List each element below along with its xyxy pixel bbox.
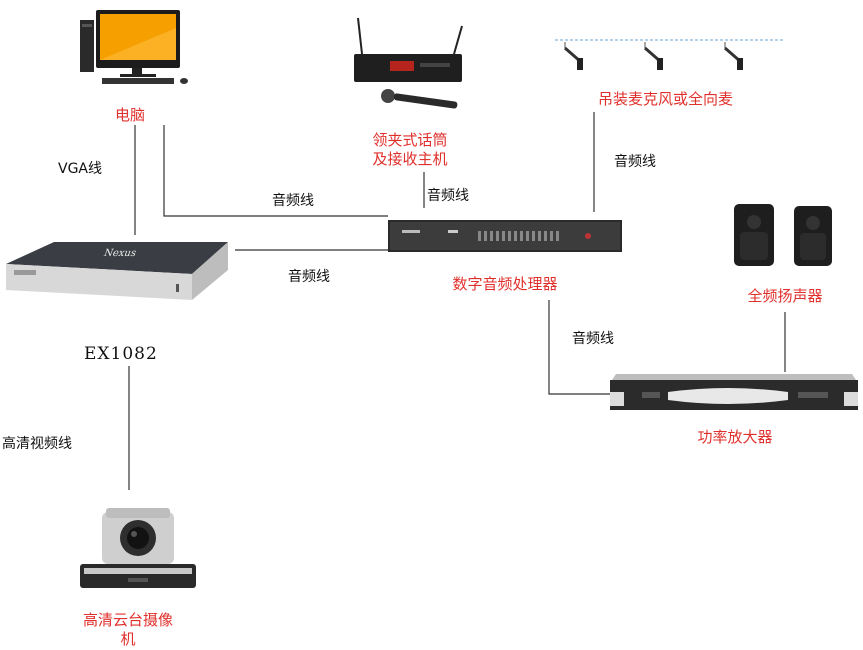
amp-audio-cable-line xyxy=(548,300,612,395)
ceiling-mic-icons xyxy=(564,42,743,70)
ptz-camera-icon xyxy=(80,508,196,588)
codec-audio-cable-label: 音频线 xyxy=(288,269,330,285)
computer-icon xyxy=(80,10,188,84)
codec-brand-logo: Nexus xyxy=(101,248,138,259)
mic-audio-cable-label: 音频线 xyxy=(427,188,469,204)
ceiling-mic-label: 吊装麦克风或全向麦 xyxy=(598,90,734,108)
pc-audio-cable-line xyxy=(163,125,388,217)
amplifier-rack-icon xyxy=(610,374,858,410)
camera-label-1: 高清云台摄像 xyxy=(82,611,173,629)
hd-video-cable-label: 高清视频线 xyxy=(2,436,72,452)
pc-audio-cable-label: 音频线 xyxy=(272,193,314,209)
computer-device xyxy=(76,8,196,88)
dsp-rack-icon xyxy=(388,220,622,252)
amplifier-label: 功率放大器 xyxy=(697,428,773,446)
wireless-mic-icon xyxy=(354,17,463,109)
mic-receiver-label-2: 及接收主机 xyxy=(372,150,448,168)
amp-audio-cable-label: 音频线 xyxy=(572,331,614,347)
mic-receiver-label-1: 领夹式话筒 xyxy=(372,131,448,149)
amplifier-device xyxy=(608,372,860,412)
dsp-label: 数字音频处理器 xyxy=(452,275,558,293)
codec-device: Nexus xyxy=(6,238,228,308)
codec-label: EX1082 xyxy=(84,344,158,364)
dsp-device xyxy=(388,220,622,252)
ceiling-mics xyxy=(555,40,795,80)
computer-label: 电脑 xyxy=(114,106,145,124)
camera-device xyxy=(78,502,198,594)
mic-receiver-device xyxy=(350,16,470,112)
camera-label-2: 机 xyxy=(120,630,136,648)
speakers-device xyxy=(732,202,836,272)
ceiling-audio-cable-label: 音频线 xyxy=(614,154,656,170)
vga-cable-label: VGA线 xyxy=(58,161,103,177)
speakers-label: 全频扬声器 xyxy=(747,287,823,305)
speaker-icons xyxy=(734,204,832,266)
codec-box-icon xyxy=(6,242,228,300)
